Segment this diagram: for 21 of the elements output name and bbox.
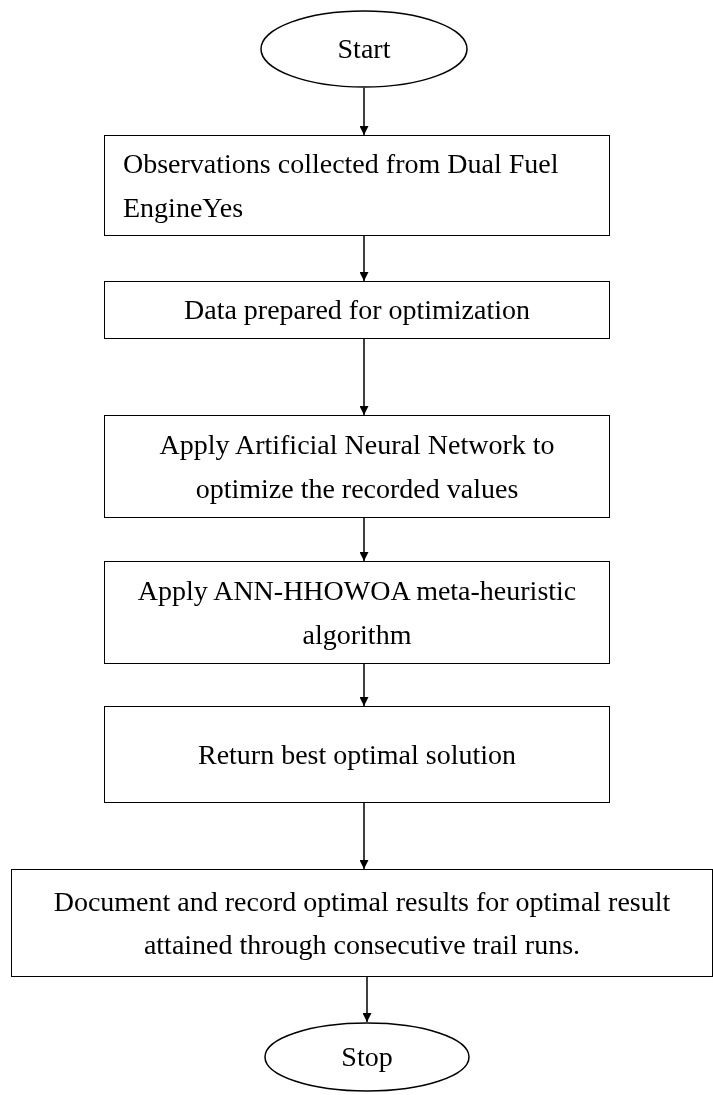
step-text: Return best optimal solution <box>197 737 517 772</box>
process-box <box>104 281 610 339</box>
step-text: Document and record optimal results for optimal result attained through consecutive trail runs. <box>52 884 672 962</box>
arrow <box>359 87 369 136</box>
process-box <box>104 561 610 664</box>
process-box <box>104 415 610 518</box>
process-box <box>104 135 610 236</box>
process-box <box>104 706 610 803</box>
step-text: Observations collected from Dual Fuel EngineYes <box>123 147 560 225</box>
step-text: Apply Artificial Neural Network to optimize the recorded values <box>158 428 556 506</box>
arrow <box>359 517 369 562</box>
arrow <box>359 663 369 707</box>
terminal-label: Start <box>337 33 391 65</box>
arrow <box>362 976 372 1023</box>
terminal-label: Stop <box>341 1041 393 1073</box>
arrow <box>359 802 369 870</box>
step-text: Apply ANN-HHOWOA meta-heuristic algorithm <box>136 574 578 652</box>
arrow <box>359 338 369 416</box>
process-box <box>11 869 713 977</box>
arrow <box>359 235 369 282</box>
step-text: Data prepared for optimization <box>184 293 530 328</box>
